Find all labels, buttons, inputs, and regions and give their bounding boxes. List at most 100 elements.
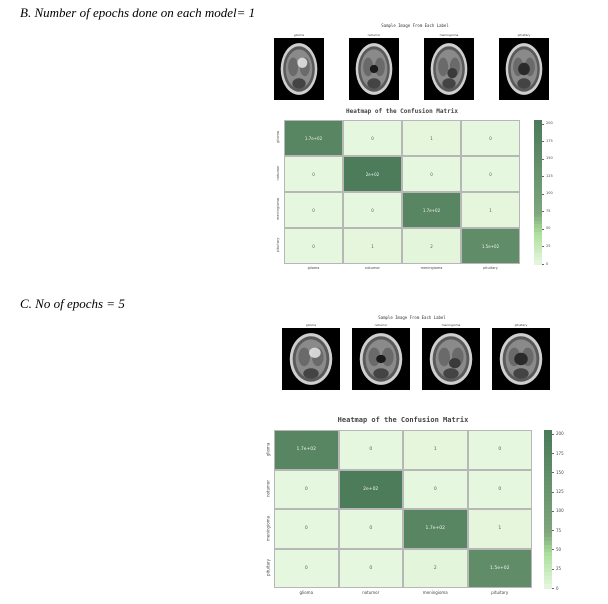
sample-image-label: pituitary xyxy=(517,33,531,37)
heatmap-cell: 0 xyxy=(275,510,338,548)
colorbar-tick-label: 200 xyxy=(556,431,564,437)
colorbar-segment xyxy=(544,437,552,443)
colorbar-tick-label: 0 xyxy=(556,585,559,591)
heatmap-cell: 0 xyxy=(468,470,531,508)
colorbar-tick-label: 125 xyxy=(546,173,553,178)
heatmap-title: Heatmap of the Confusion Matrix xyxy=(337,416,469,424)
colorbar-segment xyxy=(534,184,542,189)
colorbar-segment xyxy=(534,145,542,150)
heatmap-cell: 1 xyxy=(462,193,519,227)
colorbar-tick-label: 150 xyxy=(546,156,553,161)
colorbar-segment xyxy=(534,213,542,218)
colorbar-segment xyxy=(544,568,552,573)
colorbar-segment xyxy=(534,188,542,193)
heatmap-cell: 1.7e+02 xyxy=(403,193,460,227)
mri-scan-image xyxy=(282,328,340,390)
colorbar-tick-mark xyxy=(542,211,544,213)
y-tick-label: pituitary xyxy=(265,559,271,577)
sample-images-title: Sample Image From Each Label xyxy=(378,315,446,320)
colorbar-segment xyxy=(534,123,542,128)
colorbar-segment xyxy=(544,528,552,534)
colorbar-segment xyxy=(534,148,542,153)
colorbar-segment xyxy=(544,532,552,538)
colorbar-segment xyxy=(534,220,542,225)
colorbar-tick-label: 200 xyxy=(546,121,553,125)
colorbar-segment xyxy=(544,445,552,451)
colorbar-segment xyxy=(544,509,552,514)
colorbar-segment xyxy=(544,457,552,463)
colorbar-segment xyxy=(534,217,542,222)
x-tick-label: notumor xyxy=(362,590,380,595)
section-b-heading: B. Number of epochs done on each model= … xyxy=(20,5,256,20)
colorbar-tick-label: 50 xyxy=(556,546,562,552)
colorbar-tick-mark xyxy=(542,158,544,160)
colorbar-segment xyxy=(544,449,552,455)
sample-image-notumor: notumor xyxy=(349,33,399,100)
colorbar-segment xyxy=(534,224,542,229)
heatmap-cell: 1.5e+02 xyxy=(462,229,519,263)
colorbar-segment xyxy=(544,524,552,530)
colorbar-segment xyxy=(534,260,542,265)
colorbar-segment xyxy=(534,141,542,146)
colorbar-segment xyxy=(534,170,542,175)
sample-image-glioma: glioma xyxy=(282,323,340,390)
colorbar-segment xyxy=(534,174,542,179)
colorbar-tick-label: 125 xyxy=(556,489,564,495)
colorbar-tick-mark xyxy=(542,264,544,265)
colorbar-segment xyxy=(534,246,542,251)
colorbar-tick-label: 25 xyxy=(546,243,551,248)
heatmap-cell: 1.7e+02 xyxy=(275,431,338,469)
colorbar-tick-label: 75 xyxy=(546,208,551,213)
heatmap-cell: 1 xyxy=(404,431,467,469)
heatmap-cell: 1.7e+02 xyxy=(404,510,467,548)
colorbar-segment xyxy=(544,548,552,554)
heatmap-cell: 0 xyxy=(344,121,401,155)
colorbar-segment xyxy=(544,552,552,557)
colorbar-segment xyxy=(534,195,542,200)
mri-scan-image xyxy=(274,38,324,100)
sample-image-label: notumor xyxy=(367,33,381,37)
sample-image-label: notumor xyxy=(374,323,388,327)
heatmap-cell: 0 xyxy=(344,193,401,227)
colorbar-segment xyxy=(534,235,542,240)
colorbar-tick-mark xyxy=(542,123,544,125)
colorbar-segment xyxy=(534,181,542,186)
colorbar-segment xyxy=(544,516,552,522)
sample-images-title: Sample Image From Each Label xyxy=(381,23,449,28)
colorbar-segment xyxy=(544,505,552,510)
colorbar-segment xyxy=(544,469,552,475)
heatmap-cell: 2 xyxy=(403,229,460,263)
x-tick-label: glioma xyxy=(307,266,320,270)
colorbar-tick-mark xyxy=(552,491,554,493)
colorbar-tick-mark xyxy=(542,193,544,195)
heatmap-cell: 0 xyxy=(462,121,519,155)
heatmap-cell: 0 xyxy=(339,510,402,548)
colorbar-segment xyxy=(544,584,552,589)
figure-b: Sample Image From Each Label glioma notu… xyxy=(270,20,560,275)
sample-image-label: meningioma xyxy=(441,323,461,327)
colorbar-segment xyxy=(544,501,552,506)
heatmap-cell: 0 xyxy=(339,431,402,469)
sample-image-pituitary: pituitary xyxy=(499,33,549,100)
y-tick-label: notumor xyxy=(276,165,280,181)
colorbar-segment xyxy=(534,192,542,197)
colorbar-segment xyxy=(544,465,552,471)
x-tick-label: pituitary xyxy=(491,590,509,595)
colorbar-segment xyxy=(544,433,552,439)
heatmap-cell: 1 xyxy=(344,229,401,263)
colorbar-segment xyxy=(534,138,542,143)
colorbar-segment xyxy=(544,481,552,486)
colorbar-tick-mark xyxy=(542,176,544,178)
colorbar-tick-label: 50 xyxy=(546,226,551,231)
colorbar-segment xyxy=(544,497,552,502)
y-tick-label: pituitary xyxy=(276,237,280,253)
heatmap-cell: 1.5e+02 xyxy=(468,549,531,587)
heatmap-cell: 0 xyxy=(468,431,531,469)
section-c-heading: C. No of epochs = 5 xyxy=(20,296,125,311)
colorbar-segment xyxy=(534,210,542,215)
colorbar-tick-mark xyxy=(552,433,554,435)
y-tick-label: meningioma xyxy=(265,515,271,541)
colorbar-segment xyxy=(534,231,542,236)
